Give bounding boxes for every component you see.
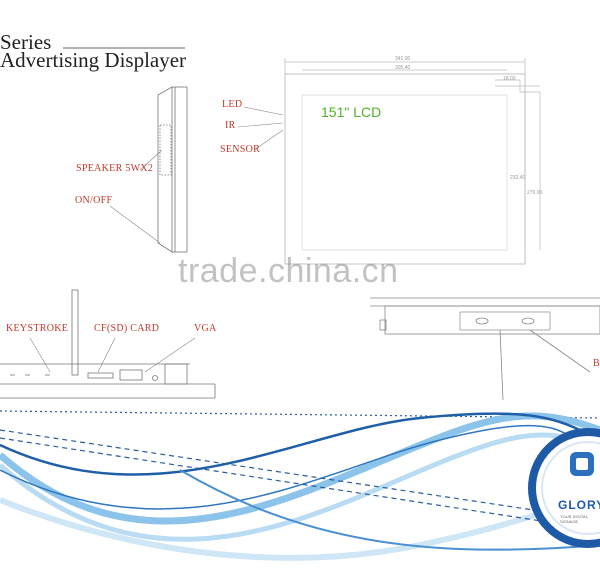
decorative-waves [0, 412, 600, 561]
callout-onoff: ON/OFF [75, 195, 113, 206]
dimension-width-inner: 305.40 [395, 65, 411, 71]
bottom-view-drawing [0, 289, 216, 399]
dimension-height-outer: 279.00 [527, 190, 543, 196]
series-title: Series [0, 30, 52, 54]
dimension-bezel: 18.00 [503, 76, 516, 82]
dimension-width-outer: 341.00 [395, 56, 411, 62]
callout-bracket: B [593, 358, 600, 369]
watermark: trade.china.cn [178, 252, 399, 290]
callout-cf-card: CF(SD) CARD [94, 323, 160, 334]
glory-logo [528, 428, 600, 548]
dimension-height-inner: 232.40 [510, 175, 526, 181]
callout-vga: VGA [194, 323, 217, 334]
callout-led: LED [222, 99, 243, 110]
callout-speaker: SPEAKER 5WX2 [76, 163, 154, 174]
lcd-size-label: 151" LCD [321, 104, 382, 120]
callout-sensor: SENSOR [220, 144, 261, 155]
logo-tagline: YOUR DIGITAL SIGNAGE [560, 514, 588, 524]
front-view-drawing [284, 58, 541, 265]
product-title: Advertising Displayer [0, 48, 187, 72]
bracket-view-drawing [370, 297, 600, 401]
callout-ir: IR [225, 120, 236, 131]
side-view-drawing [157, 86, 188, 253]
callout-keystroke: KEYSTROKE [6, 323, 69, 334]
